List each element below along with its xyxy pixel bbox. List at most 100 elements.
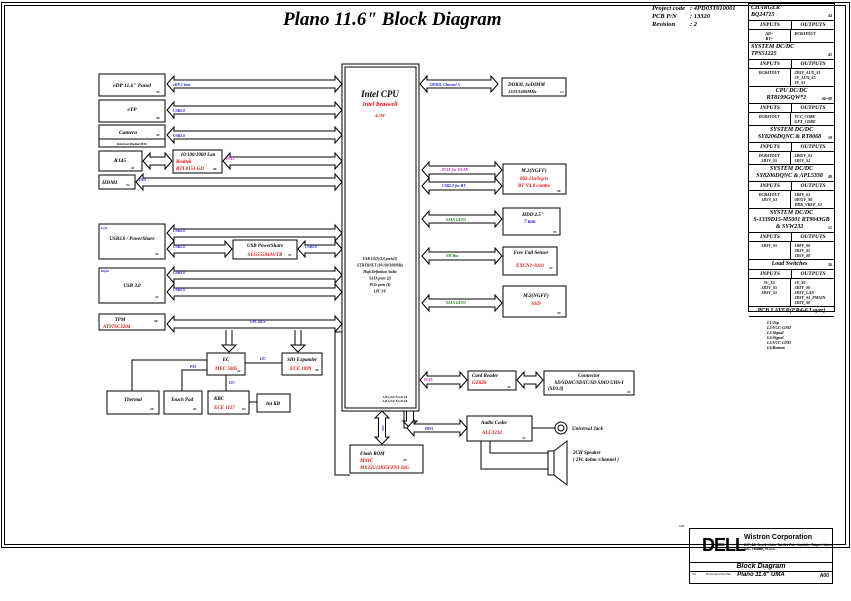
cpu-pins: A,B,C,D,E,F,G,H,J,K <box>382 396 409 399</box>
device-touchpad <box>163 390 203 415</box>
bus-label: USB2.0 for BT <box>442 184 466 188</box>
inputs-label: INPUTS <box>760 22 780 28</box>
power-block-page: 50 <box>828 135 832 140</box>
device-card-connector <box>543 370 635 396</box>
bus-usb-left-30 <box>166 223 343 243</box>
power-output: 1D5V_S0 <box>794 253 811 258</box>
doc-name: Plano 11.6" UMA <box>690 571 832 578</box>
bus-usb-right-30 <box>166 265 343 285</box>
bus-powershare-usb <box>297 239 343 259</box>
bus-label: HDA <box>424 427 434 431</box>
power-output: 5V_AUX_S5 <box>794 75 816 80</box>
inputs-label: INPUTS <box>760 234 780 240</box>
device-lan <box>172 149 223 174</box>
speaker-cone-icon <box>553 439 568 487</box>
device-vendor: Realtek <box>176 160 192 165</box>
power-block-page: 44 <box>828 13 832 18</box>
revision: : 2 <box>690 21 698 28</box>
power-output: 1D8V_S5 <box>794 192 811 197</box>
page-ref: 12 <box>560 90 564 94</box>
page-ref: 55 <box>553 230 557 234</box>
device-tag: Left <box>100 226 108 230</box>
device-name: SIO Expander <box>287 358 317 363</box>
outputs-label: OUTPUTS <box>791 60 834 68</box>
company-name: Wistron Corporation <box>744 534 812 541</box>
power-input: 3D3V_S5 <box>761 290 778 295</box>
bus-bt <box>421 176 503 196</box>
device-thermal <box>106 390 160 415</box>
bus-ssd <box>421 293 503 313</box>
device-part: MEC 5085 <box>214 367 238 372</box>
page-ref: 54 <box>126 183 130 187</box>
pcb-pn-label: PCB P/N <box>652 13 677 20</box>
page-ref: 33 <box>626 390 631 394</box>
device-note: Internal Digital MIC <box>116 142 148 146</box>
power-input: 3D3V_S5 <box>761 158 778 163</box>
power-input: DCBATOUT <box>758 192 780 197</box>
device-sub: SSD <box>531 302 541 307</box>
cpu-power: 4.5W <box>374 113 386 118</box>
power-output: 0D75V_S0 <box>794 197 813 202</box>
bus-edp <box>166 74 343 94</box>
power-block-name: SYSTEM DC/DC <box>769 210 814 216</box>
speaker-icon <box>547 450 555 476</box>
device-name: DDR3L SoDIMM <box>507 83 545 88</box>
device-sio <box>281 352 323 376</box>
power-output: 1D8V_S0 <box>794 243 811 248</box>
rev-value: A00 <box>819 573 829 579</box>
page-ref: 31 <box>287 253 292 257</box>
device-name: Free Fall Sensor <box>513 251 548 256</box>
device-name: Flash ROM <box>360 452 385 457</box>
pcb-layer: L2:VCC-GND <box>767 325 791 330</box>
bus-label: SM Bus <box>446 254 459 258</box>
device-tag: Right <box>101 269 110 273</box>
bus-label: I2C <box>259 357 266 361</box>
device-name: KBC <box>213 397 225 402</box>
power-output: GFX_CORE <box>794 119 816 124</box>
power-block-part: BQ24715 <box>751 12 775 18</box>
page-ref: 57 <box>549 266 553 270</box>
bus-label: I2C <box>228 381 235 385</box>
device-name: Touch Pad <box>171 398 194 403</box>
page-ref: 53 <box>156 90 160 94</box>
device-name: Connector <box>578 374 600 379</box>
device-hdmi <box>98 174 136 190</box>
page-ref: 58 <box>557 189 561 193</box>
revision-label: Revision <box>652 21 676 28</box>
power-output: 3D3V_S5_PMAIN <box>794 295 826 300</box>
device-etp <box>98 99 166 123</box>
power-output: DCBATOUT <box>794 31 816 36</box>
pcb-layer: L5:VCC-GND <box>767 340 791 345</box>
device-name: HDD 2.5" <box>521 213 544 218</box>
power-output: DDR_VREF_S3 <box>794 202 822 207</box>
bus-card-connector <box>516 370 544 390</box>
page-ref: 34 <box>154 252 159 256</box>
bus-camera <box>166 125 343 145</box>
power-output: 5V_S0 <box>794 280 806 285</box>
company-address: 21F, 88, Sec.1, Hsin Tai Wu Rd., Hsichih… <box>744 543 832 551</box>
jack-label: Universal Jack <box>572 427 603 432</box>
power-input: AD+ <box>765 31 774 36</box>
device-m2-wlan <box>502 163 567 195</box>
device-name: RJ45 <box>113 158 126 164</box>
outputs-label: OUTPUTS <box>791 182 834 190</box>
device-part: MX25U12835FZNI-10G <box>359 466 410 471</box>
page-ref: 08 <box>156 116 160 120</box>
power-block-page: 45 <box>828 52 832 57</box>
inputs-label: INPUTS <box>760 183 780 189</box>
power-inputs: DCBATOUT <box>749 113 790 125</box>
device-name: Audio Codec <box>480 421 508 426</box>
device-name: Card Reader <box>472 374 498 379</box>
device-intkb <box>256 393 291 413</box>
ec-touchpad-link <box>181 369 207 391</box>
